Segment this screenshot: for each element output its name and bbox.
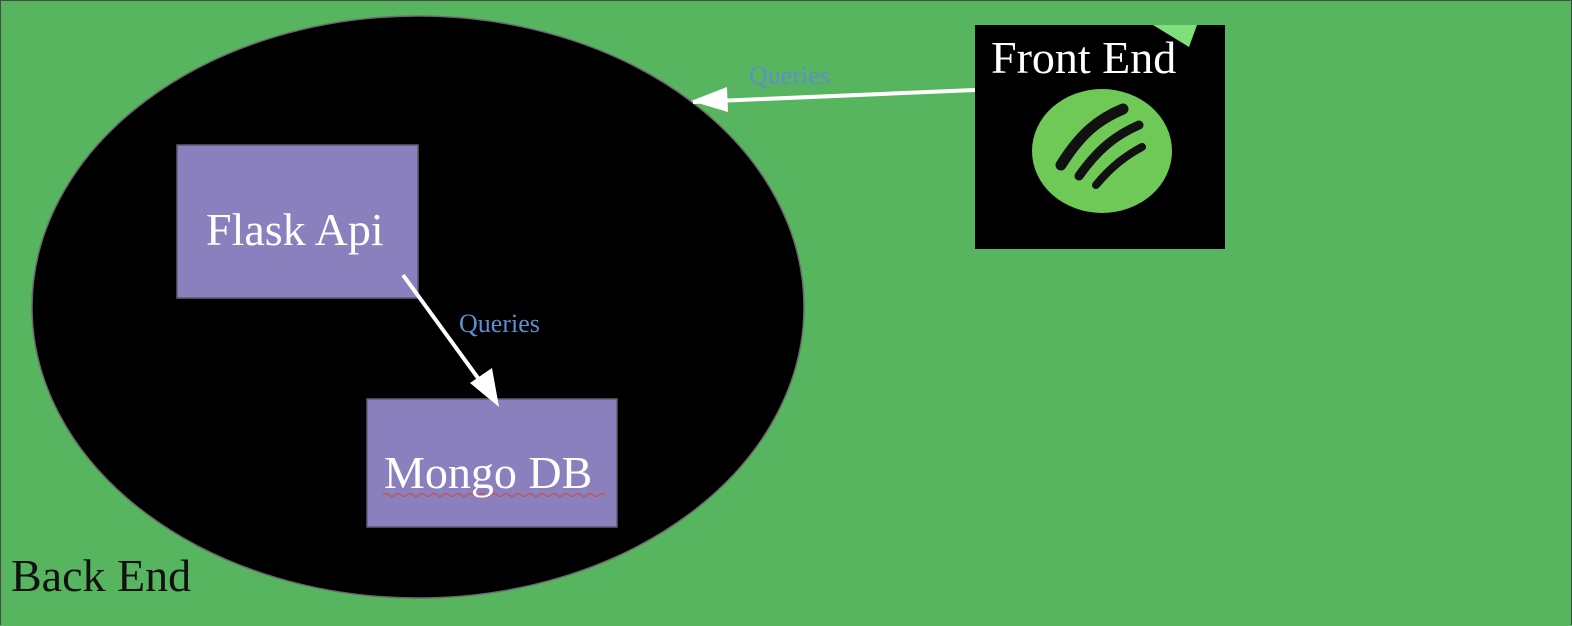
- front-end-edge-label: Queries: [749, 61, 830, 90]
- back-end-label: Back End: [11, 550, 192, 601]
- spellcheck-squiggle: [382, 492, 606, 498]
- flask-to-mongo-arrowhead: [470, 368, 499, 407]
- front-end-label: Front End: [991, 32, 1177, 83]
- front-end-arrowhead: [691, 87, 728, 112]
- front-end-corner-accent: [1153, 25, 1197, 47]
- flask-to-mongo-arrow: [401, 273, 488, 391]
- mongo-db-label: Mongo DB: [384, 447, 593, 498]
- spotify-logo-icon: [1032, 89, 1172, 213]
- flask-mongo-edge-label: Queries: [459, 309, 540, 338]
- flask-api-label: Flask Api: [206, 204, 384, 255]
- flask-api-box: [176, 144, 419, 299]
- front-end-to-back-end-arrow: [692, 88, 976, 104]
